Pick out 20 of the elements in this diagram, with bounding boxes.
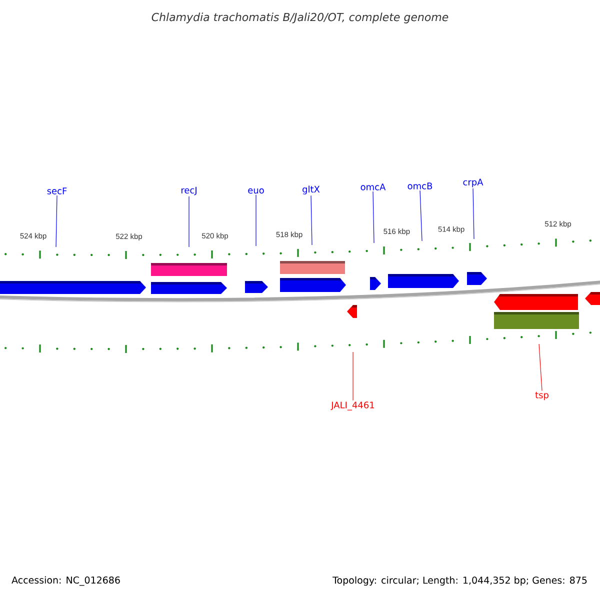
gene-label: secF bbox=[47, 188, 67, 194]
gene-label: JALI_4461 bbox=[330, 402, 374, 410]
leader-line bbox=[56, 195, 58, 248]
gene-label: tsp bbox=[535, 392, 548, 400]
leader-line bbox=[372, 191, 374, 244]
leader-line bbox=[420, 190, 422, 242]
gene-label: crpA bbox=[463, 178, 484, 188]
gene-label: omcB bbox=[408, 182, 432, 190]
footer-text: Accession: NC_012686 bbox=[12, 576, 120, 586]
footer-text: Topology: circular; Length: 1,044,352 bp; Genes: 875 bbox=[332, 576, 587, 586]
leader-line bbox=[538, 344, 542, 391]
gene-label: recJ bbox=[182, 186, 196, 196]
leader-line bbox=[472, 188, 474, 240]
gene-label: omcA bbox=[360, 184, 386, 190]
gene-label: euo bbox=[248, 188, 264, 194]
leader-line bbox=[188, 196, 190, 248]
leader-line bbox=[352, 352, 354, 401]
leader-line bbox=[310, 195, 312, 246]
title: Chlamydia trachomatis B/Jali20/OT, complete genome bbox=[152, 12, 448, 24]
gene-label: gltX bbox=[302, 186, 320, 194]
